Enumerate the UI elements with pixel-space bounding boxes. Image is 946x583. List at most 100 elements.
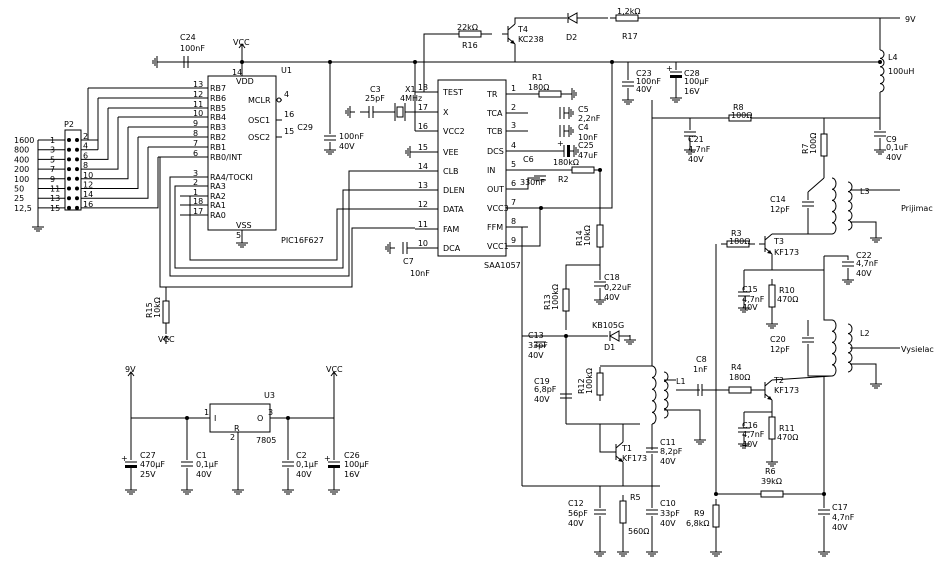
u1-ground-icon <box>236 238 248 248</box>
transistor-collector <box>615 441 624 449</box>
ps-vcc-icon <box>330 371 338 380</box>
c3-value: 25pF <box>365 94 385 103</box>
c24-ref: C24 <box>180 33 196 42</box>
ground-icon <box>152 56 162 68</box>
c29-value: 100nF <box>339 132 364 141</box>
r17-ref: R17 <box>622 32 638 41</box>
r10-ref: R10 <box>779 286 795 295</box>
l4-ref: L4 <box>888 53 898 62</box>
resistor-body <box>619 500 627 524</box>
p2-pin <box>67 157 71 162</box>
junction-dot <box>286 416 290 420</box>
capacitor-plate-negative <box>670 75 682 78</box>
c17-value: 4,7nF <box>832 513 855 522</box>
mclr-bubble <box>276 97 282 103</box>
u1-pin-number: 6 <box>193 149 198 158</box>
u1-pin-number: 7 <box>193 139 198 148</box>
c6 <box>534 175 546 181</box>
arrow-head <box>162 335 170 341</box>
p2-pin <box>67 167 71 172</box>
p2-header <box>64 129 82 211</box>
ground-icon <box>622 95 634 105</box>
c18-ref: C18 <box>604 273 620 282</box>
p2-pin-number: 10 <box>83 171 93 180</box>
c23-value: 100nF <box>636 77 661 86</box>
u1-pin-name: RB1 <box>210 143 226 152</box>
r8-value: 100Ω <box>731 111 752 120</box>
l1-secondary <box>663 371 669 419</box>
capacitor-plate-negative <box>567 145 570 157</box>
emitter-arrow <box>767 396 772 400</box>
p2-pin-number: 7 <box>50 165 55 174</box>
c22 <box>842 261 854 267</box>
p2-value: 400 <box>14 155 29 164</box>
r15-vcc-icon <box>162 335 170 344</box>
r4-value: 180Ω <box>729 373 750 382</box>
c12 <box>594 509 606 515</box>
wire <box>744 400 773 413</box>
u2-pin-name: X <box>443 108 449 117</box>
transistor-collector <box>507 23 516 31</box>
coil-winding <box>879 49 885 93</box>
u3-pin-r: R <box>234 424 240 433</box>
c11-volt: 40V <box>660 457 676 466</box>
ground-icon <box>874 145 886 155</box>
d2-ref: D2 <box>566 33 577 42</box>
junction-dot <box>185 416 189 420</box>
c19-value: 6,8pF <box>534 385 557 394</box>
u2-pin-name: OUT <box>487 185 504 194</box>
r16-value: 22kΩ <box>457 23 478 32</box>
d1-part: KB105G <box>592 321 624 330</box>
p2-bus <box>98 157 159 209</box>
ground-icon <box>766 457 778 467</box>
l2-secondary <box>847 323 853 373</box>
p2-pin <box>75 157 79 162</box>
wire <box>130 380 210 419</box>
p2-value: 200 <box>14 165 29 174</box>
l1-oscillator-coil <box>651 365 657 425</box>
ground-icon <box>624 335 636 345</box>
t2-transistor <box>759 379 773 401</box>
u2-saa1057 <box>437 79 507 257</box>
p2-pin <box>75 196 79 201</box>
r2-value: 180kΩ <box>553 158 579 167</box>
ground-icon <box>684 145 696 155</box>
r3 <box>721 240 755 248</box>
wire <box>807 344 832 377</box>
ground-icon <box>870 233 882 243</box>
t3-part: KF173 <box>774 248 799 257</box>
r7-value: 100Ω <box>809 133 818 154</box>
u2-pin-name: DCA <box>443 244 461 253</box>
u1-pin-number: 16 <box>284 110 294 119</box>
l3-ref: L3 <box>860 187 870 196</box>
p2-pin <box>67 196 71 201</box>
c20-ref: C20 <box>770 335 786 344</box>
p2-pin-number: 2 <box>83 132 88 141</box>
c4-value: 10nF <box>578 133 598 142</box>
r14-ref: R14 <box>575 230 584 246</box>
u1-pin-name: RA0 <box>210 211 226 220</box>
r2-ref: R2 <box>558 175 569 184</box>
ground-icon <box>328 485 340 495</box>
u2-part: SAA1057 <box>484 261 521 270</box>
u2-pin-number: 5 <box>511 160 516 169</box>
prijimac-label: Prijimac <box>901 204 933 213</box>
ps-vcc-label: VCC <box>326 365 343 374</box>
ground-icon <box>564 107 574 119</box>
u2-pin-number: 9 <box>511 236 516 245</box>
u1-pin-number: 13 <box>193 80 203 89</box>
junction-dot <box>413 60 417 64</box>
x1-ref: X1 <box>405 85 416 94</box>
p2-bus <box>98 147 149 199</box>
u1-pin-name: OSC2 <box>248 133 270 142</box>
t4-part: KC238 <box>518 35 544 44</box>
p2-pin <box>75 147 79 152</box>
c4 <box>559 125 565 137</box>
u2-pin-name: VEE <box>443 148 459 157</box>
u1-pin-number: 8 <box>193 129 198 138</box>
p2-pin-number: 6 <box>83 151 88 160</box>
u2-pin-name: TCB <box>486 127 503 136</box>
ground-icon <box>594 547 606 557</box>
c21-value: 4,7nF <box>688 145 711 154</box>
u2-pin-number: 10 <box>418 239 428 248</box>
